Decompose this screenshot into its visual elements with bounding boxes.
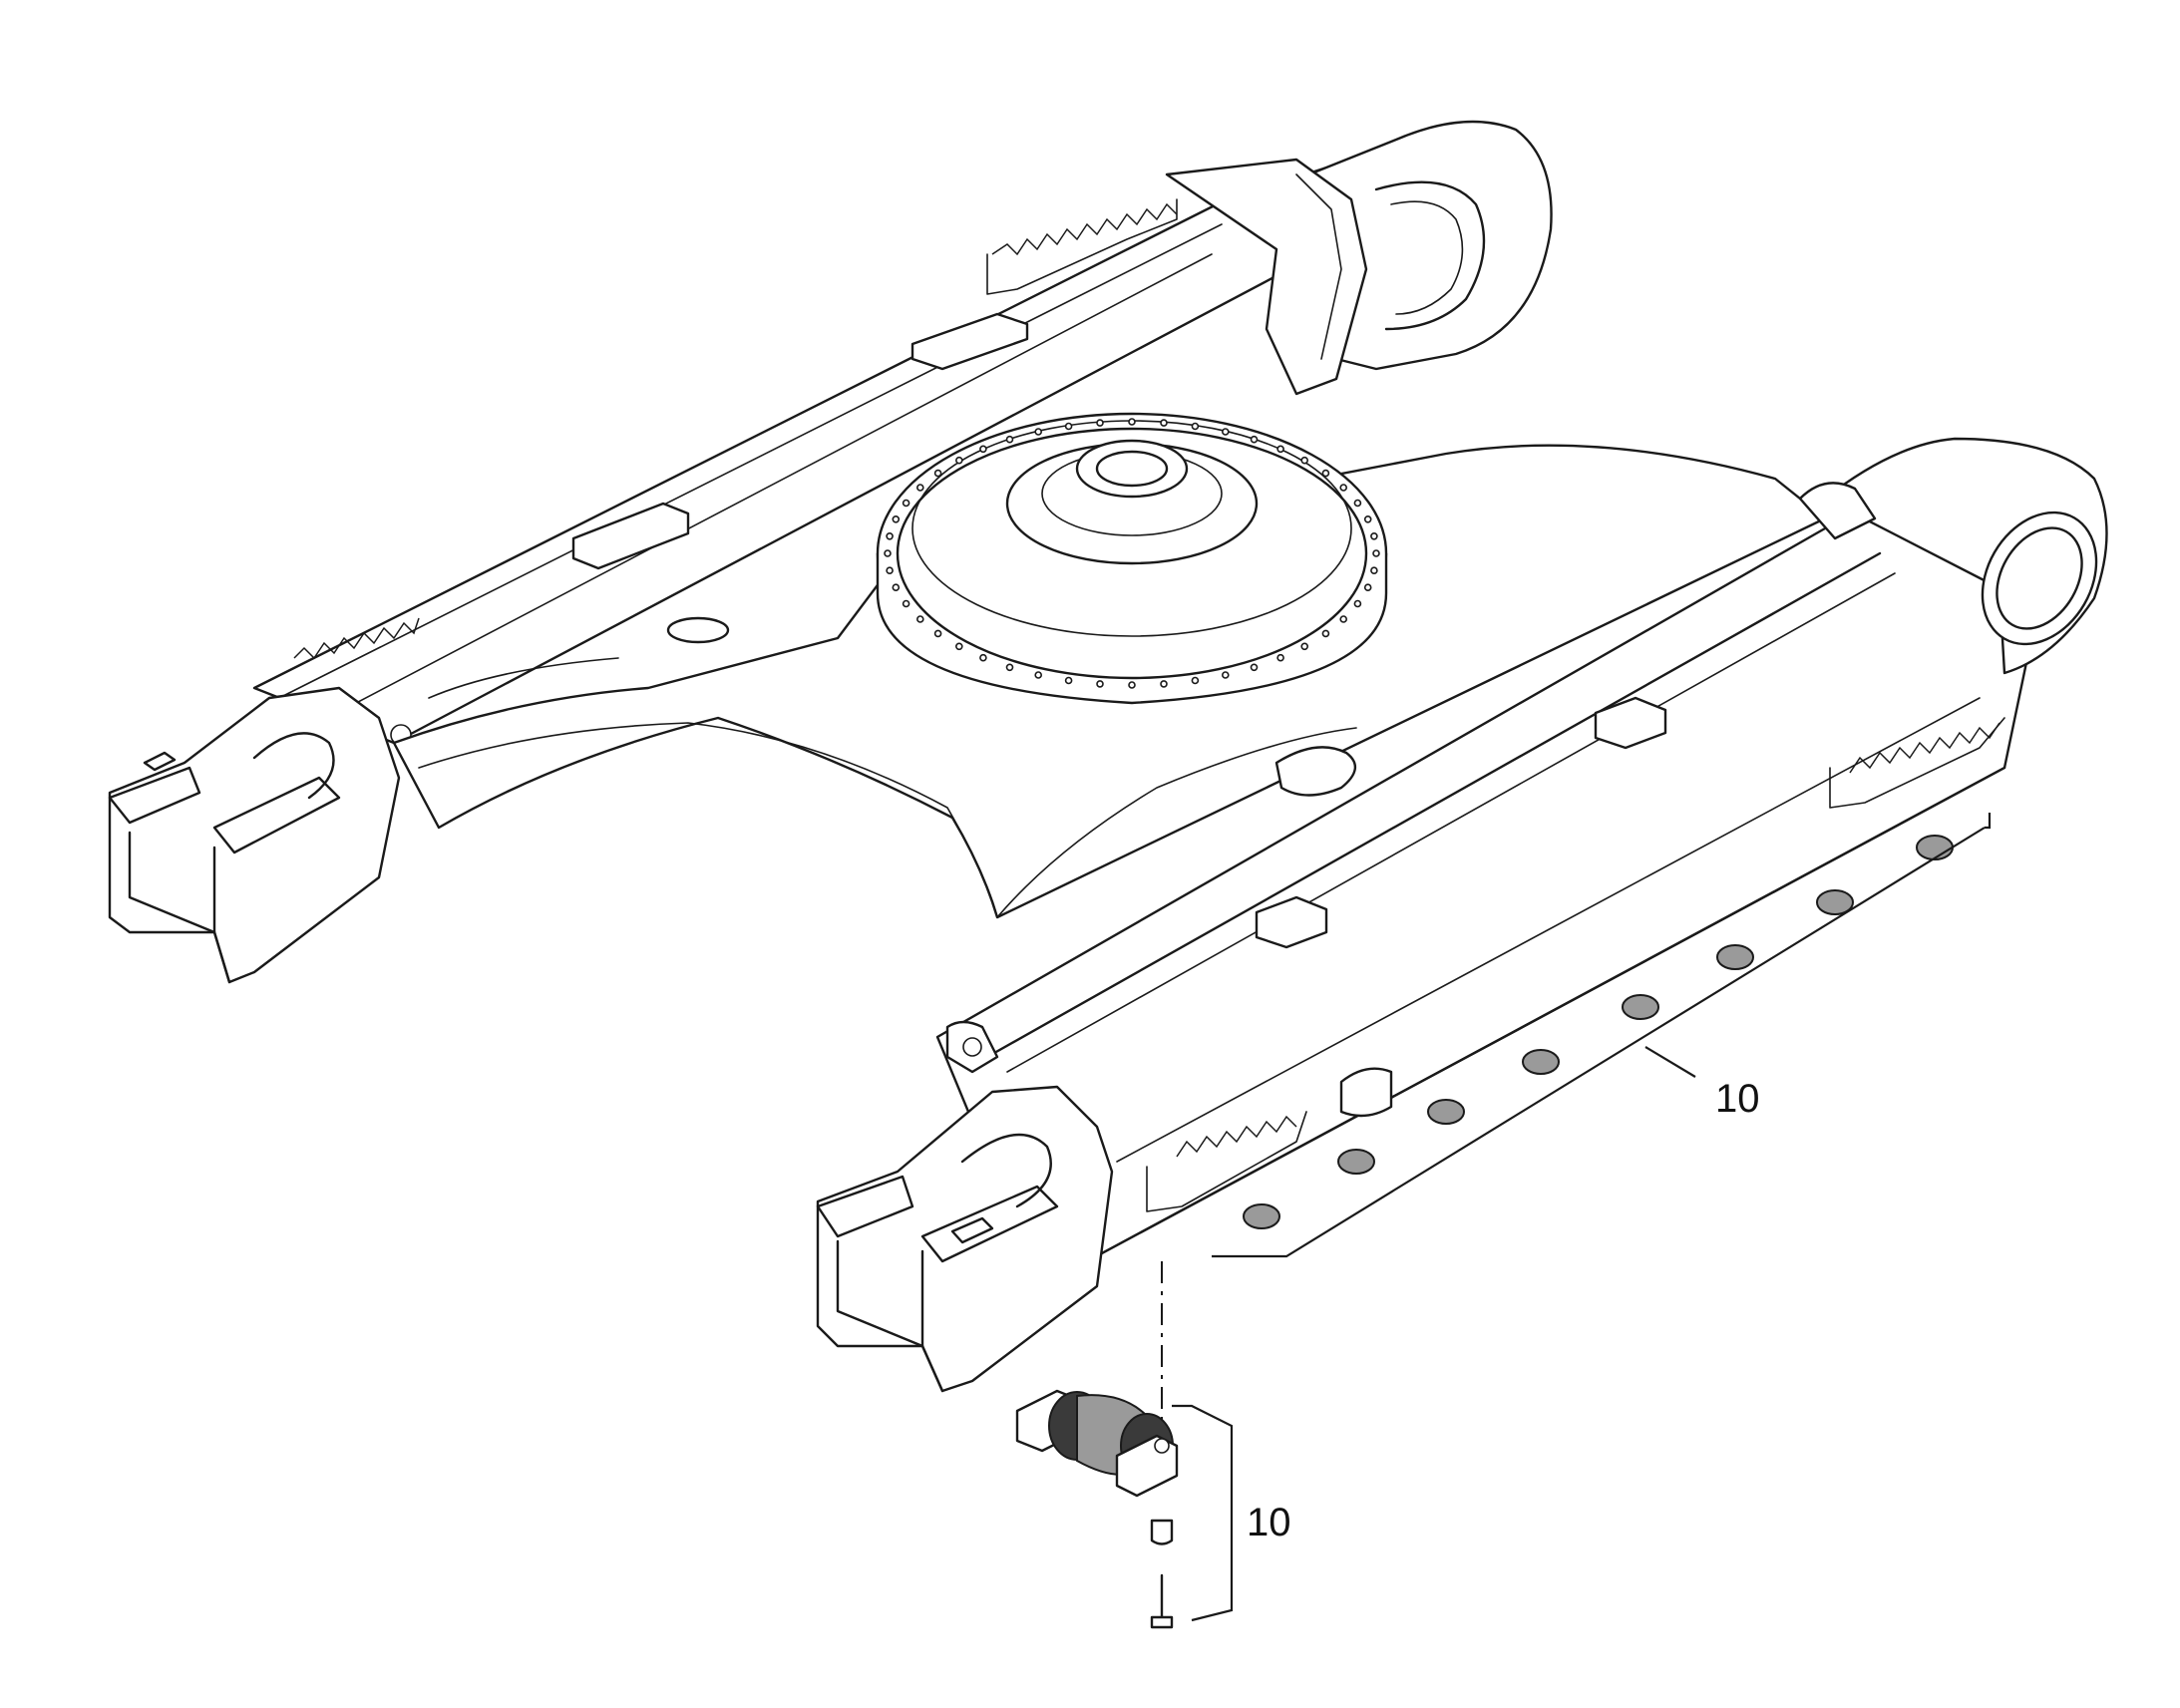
ring-bolt-hole [915, 615, 924, 623]
ring-bolt-hole [1160, 419, 1168, 427]
ring-bolt-hole [1250, 435, 1259, 444]
ring-bolt-hole [954, 642, 963, 651]
ring-bolt-hole [1034, 671, 1042, 679]
ring-bolt-hole [902, 499, 910, 508]
ring-bolt-hole [1276, 653, 1284, 662]
ring-bolt-hole [1005, 435, 1014, 444]
callout-label-roller: 10 [1247, 1501, 1291, 1544]
ring-bolt-hole [1339, 484, 1347, 492]
ring-bolt-hole [1370, 566, 1378, 575]
ring-bolt-hole [886, 566, 894, 575]
ring-bolt-hole [902, 599, 910, 608]
ring-bolt-hole [1250, 663, 1259, 672]
ring-bolt-hole [1300, 456, 1308, 465]
front-track-frame [816, 437, 2108, 1393]
car-body [392, 412, 1827, 919]
ring-bolt-hole [884, 549, 892, 557]
ring-bolt-hole [886, 531, 894, 540]
ring-bolt-hole [1191, 676, 1200, 685]
ring-bolt-hole [1191, 422, 1200, 431]
ring-bolt-holes [884, 418, 1380, 689]
ring-bolt-hole [1064, 422, 1073, 431]
ring-bolt-hole [1128, 681, 1136, 689]
ring-bolt-hole [1370, 531, 1378, 540]
ring-bolt-hole [892, 514, 901, 523]
callout-label-assembly: 10 [1715, 1077, 1760, 1121]
ring-bolt-hole [933, 629, 942, 638]
ring-bolt-hole [1034, 428, 1042, 436]
ring-bolt-hole [1321, 629, 1330, 638]
ring-bolt-hole [1363, 583, 1372, 592]
ring-bolt-hole [1372, 549, 1380, 557]
ring-bolt-hole [1363, 514, 1372, 523]
ring-bolt-hole [1222, 428, 1230, 436]
ring-bolt-hole [1096, 419, 1104, 427]
ring-bolt-hole [1160, 680, 1168, 688]
ring-bolt-hole [1321, 469, 1330, 478]
ring-bolt-hole [933, 469, 942, 478]
ring-bolt-hole [1096, 680, 1104, 688]
ring-bolt-hole [1276, 445, 1284, 454]
ring-bolt-hole [1128, 418, 1136, 426]
ring-bolt-hole [915, 484, 924, 492]
ring-bolt-hole [1005, 663, 1014, 672]
rear-track-frame [108, 120, 1553, 984]
ring-bolt-hole [1300, 642, 1308, 651]
ring-bolt-hole [1353, 499, 1362, 508]
callout-leaders [1172, 813, 1992, 1622]
ring-bolt-hole [979, 653, 987, 662]
ring-bolt-hole [1353, 599, 1362, 608]
ring-bolt-hole [1222, 671, 1230, 679]
ring-bolt-hole [979, 445, 987, 454]
ring-bolt-hole [1339, 615, 1347, 623]
ring-bolt-hole [1064, 676, 1073, 685]
track-roller-exploded [1015, 1261, 1179, 1629]
ring-bolt-hole [954, 456, 963, 465]
ring-bolt-hole [892, 583, 901, 592]
